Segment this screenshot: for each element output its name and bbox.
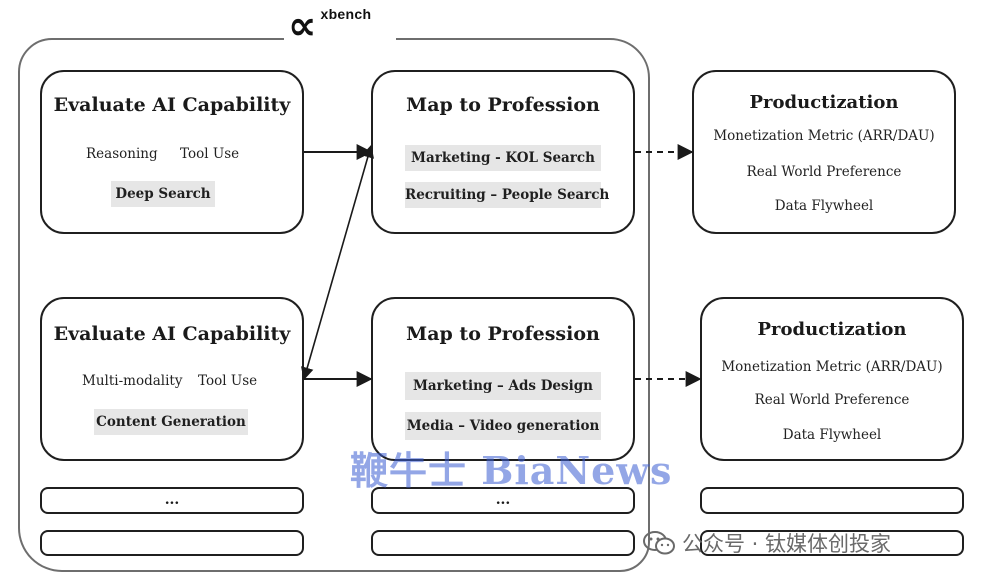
map-card-row2: Map to Profession Marketing – Ads Design… — [371, 297, 635, 461]
bianews-watermark: 鞭牛士 BiaNews — [350, 448, 673, 493]
ellipsis: ... — [164, 492, 180, 508]
placeholder-bar-col1-2 — [40, 530, 304, 556]
wechat-watermark: 公众号 · 钛媒体创投家 — [642, 528, 891, 558]
chip-kol-search: Marketing - KOL Search — [405, 145, 601, 171]
capability-reasoning: Reasoning — [86, 146, 158, 162]
chip-deep-search: Deep Search — [111, 181, 215, 207]
placeholder-bar-col3 — [700, 487, 964, 514]
placeholder-bar-col3-2 — [700, 530, 964, 556]
card-title: Productization — [749, 92, 899, 113]
ellipsis: ... — [495, 492, 511, 508]
chip-people-search: Recruiting – People Search — [405, 182, 609, 208]
productization-card-row1: Productization Monetization Metric (ARR/… — [692, 70, 956, 234]
chip-video-generation: Media – Video generation — [405, 412, 601, 440]
evaluate-card-row2: Evaluate AI Capability Multi-modality To… — [40, 297, 304, 461]
card-title: Map to Profession — [406, 94, 600, 116]
map-card-row1: Map to Profession Marketing - KOL Search… — [371, 70, 635, 234]
metric-preference: Real World Preference — [746, 164, 902, 180]
placeholder-bar-col2: ... — [371, 487, 635, 514]
card-title: Productization — [757, 319, 907, 340]
logo-text: xbench — [320, 6, 372, 22]
productization-card-row2: Productization Monetization Metric (ARR/… — [700, 297, 964, 461]
wechat-icon — [643, 531, 675, 555]
metric-flywheel: Data Flywheel — [782, 427, 882, 443]
chip-ads-design: Marketing – Ads Design — [405, 372, 601, 400]
metric-monetization: Monetization Metric (ARR/DAU) — [713, 128, 935, 144]
xbench-logo: ∝ xbench — [288, 6, 371, 46]
capability-tool-use: Tool Use — [180, 146, 240, 162]
card-title: Evaluate AI Capability — [53, 94, 291, 116]
card-title: Evaluate AI Capability — [53, 323, 291, 345]
capability-multi-modality: Multi-modality — [82, 373, 183, 389]
wechat-account-text: 公众号 · 钛媒体创投家 — [682, 532, 892, 556]
capability-tool-use: Tool Use — [198, 373, 258, 389]
placeholder-bar-col2-2 — [371, 530, 635, 556]
placeholder-bar-col1: ... — [40, 487, 304, 514]
arrow-row2-to-row1-map — [301, 144, 374, 381]
metric-flywheel: Data Flywheel — [774, 198, 874, 214]
metric-preference: Real World Preference — [754, 392, 910, 408]
alpha-icon: ∝ — [288, 3, 317, 49]
card-title: Map to Profession — [406, 323, 600, 345]
chip-content-generation: Content Generation — [94, 409, 248, 435]
metric-monetization: Monetization Metric (ARR/DAU) — [721, 359, 943, 375]
frame-gap — [284, 30, 396, 50]
